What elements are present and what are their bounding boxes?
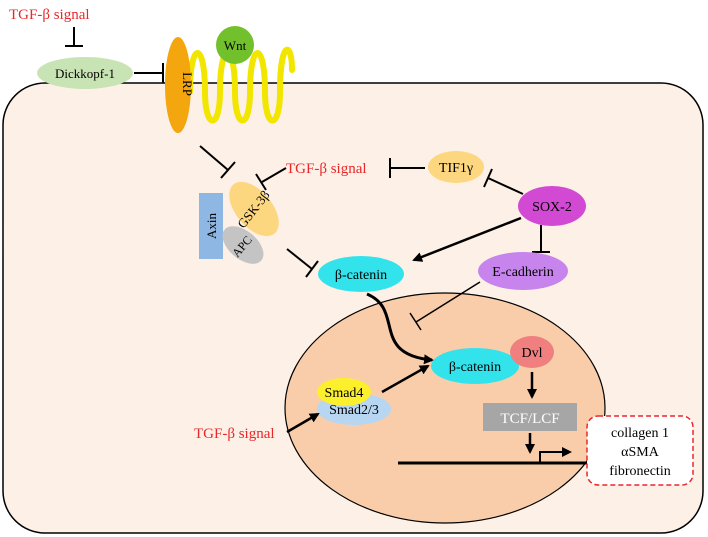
inhibit-ecadherin-translocation — [415, 281, 481, 323]
inhibit-tgf-gsk3b — [261, 167, 287, 183]
inhibit-gsk3b-bcatenin-bar — [305, 260, 319, 278]
bcatenin-translocation-arrow — [366, 292, 434, 365]
inhibit-sox2-tif1g-bar — [483, 168, 493, 188]
e-cadherin — [478, 252, 568, 290]
tgf-beta-signal-bottom: TGF-β signal — [194, 426, 275, 442]
gsk-3-beta — [229, 181, 279, 237]
tcf-lcf — [483, 403, 577, 431]
axin — [199, 193, 223, 259]
lrp-receptor — [165, 37, 191, 133]
inhibit-ecadherin-translocation-bar — [409, 312, 422, 331]
sox-2 — [518, 186, 586, 226]
inhibit-gsk3b-bcatenin — [286, 248, 313, 270]
beta-catenin-cytoplasm-label: β-catenin — [335, 268, 387, 283]
transcription-start-arrow — [539, 447, 572, 463]
activate-sox2-bcatenin — [412, 216, 522, 262]
lrp-label: LRP — [180, 72, 195, 96]
axin-label: Axin — [204, 213, 219, 240]
dickkopf-1 — [37, 57, 133, 89]
activate-tgf-smad — [286, 412, 320, 434]
sox-2-label: SOX-2 — [532, 200, 572, 215]
activate-smad-bcatenin — [381, 364, 430, 394]
dvl — [510, 336, 554, 368]
smad2-3-label: Smad2/3 — [329, 403, 379, 418]
target-gene-asma: αSMA — [621, 445, 660, 460]
smad4 — [317, 378, 371, 406]
beta-catenin-cytoplasm — [318, 256, 404, 292]
inhibit-lrp-gsk3b — [199, 145, 229, 171]
dickkopf-1-label: Dickkopf-1 — [55, 66, 115, 81]
e-cadherin-label: E-cadherin — [492, 265, 553, 280]
dvl-label: Dvl — [522, 346, 543, 361]
inhibit-lrp-gsk3b-bar — [220, 161, 236, 179]
tgf-beta-signal-top: TGF-β signal — [9, 7, 90, 23]
target-gene-collagen: collagen 1 — [611, 426, 669, 441]
inhibit-sox2-tif1g — [487, 177, 524, 195]
beta-catenin-nucleus — [431, 348, 519, 384]
target-gene-fibronectin: fibronectin — [609, 464, 670, 479]
inhibit-tgf-gsk3b-bar — [255, 173, 267, 191]
smad4-label: Smad4 — [325, 386, 364, 401]
wnt-ligand — [216, 26, 254, 64]
tcf-lcf-label: TCF/LCF — [500, 411, 559, 427]
target-genes-box — [586, 415, 694, 486]
tgf-beta-signal-mid: TGF-β signal — [286, 161, 367, 177]
apc — [222, 226, 264, 264]
tif1-gamma-label: TIF1γ — [439, 161, 473, 176]
tif1-gamma — [428, 151, 484, 183]
wnt-label: Wnt — [224, 38, 247, 53]
beta-catenin-nucleus-label: β-catenin — [449, 360, 501, 375]
frizzled-receptor — [187, 46, 295, 124]
